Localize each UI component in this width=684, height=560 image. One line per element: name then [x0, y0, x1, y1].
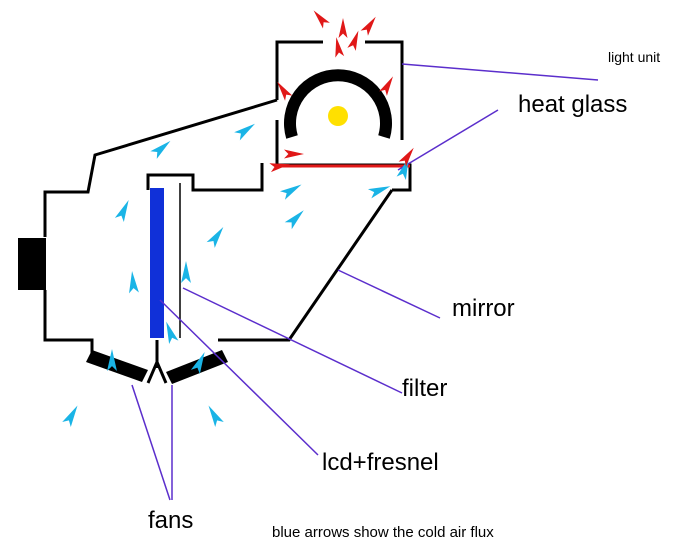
side-connector	[18, 238, 46, 290]
red-arrow-icon	[338, 18, 348, 38]
red-arrow-icon	[335, 37, 345, 58]
leader-filter	[182, 287, 403, 394]
red-arrow-icon	[269, 163, 290, 173]
label-heat-glass: heat glass	[518, 91, 627, 118]
housing-left-lower	[43, 290, 94, 355]
blue-arrow-icon	[166, 321, 179, 345]
lamp-icon	[328, 106, 348, 126]
label-filter: filter	[402, 375, 447, 402]
blue-arrow-icon	[129, 271, 139, 294]
blue-arrow-icon	[206, 226, 224, 248]
blue-arrow-icon	[279, 184, 302, 200]
blue-arrow-icon	[114, 200, 129, 223]
leader-light-unit	[401, 63, 599, 81]
red-arrow-icon	[277, 81, 293, 101]
leader-mirror	[337, 269, 441, 319]
red-arrow-icon	[347, 30, 359, 51]
leader-heat-glass	[397, 109, 499, 171]
blue-arrow-icon	[107, 349, 117, 371]
red-arrow-icon	[313, 10, 330, 29]
leader-lines	[131, 63, 599, 501]
light-unit-box-right	[365, 40, 404, 140]
blue-arrow-icon	[367, 186, 391, 199]
hot-air-arrows	[269, 10, 414, 173]
label-mirror: mirror	[452, 295, 515, 322]
red-arrow-icon	[360, 16, 376, 36]
light-unit-box-left	[275, 40, 323, 100]
blue-arrow-icon	[190, 352, 205, 375]
blue-arrow-icon	[234, 123, 256, 141]
caption: blue arrows show the cold air flux	[272, 524, 494, 541]
red-arrow-icon	[284, 149, 304, 159]
blue-arrow-icon	[284, 210, 304, 230]
mirror-line	[218, 189, 394, 342]
housing-center-v	[146, 358, 168, 384]
label-lcd-fresnel: lcd+fresnel	[322, 449, 439, 476]
blue-arrow-icon	[62, 405, 78, 428]
blue-arrow-icon	[181, 261, 191, 283]
fan-left	[86, 350, 148, 382]
housing-top-edge	[43, 98, 278, 237]
blue-arrow-icon	[208, 405, 224, 428]
leader-fan-left	[131, 384, 171, 501]
label-fans: fans	[148, 507, 193, 534]
red-arrow-icon	[398, 147, 414, 167]
projector-housing	[43, 40, 412, 384]
lcd-fresnel-panel	[150, 188, 164, 338]
red-arrow-icon	[379, 76, 393, 96]
label-light-unit: light unit	[608, 49, 660, 65]
cold-air-arrows	[62, 123, 409, 428]
blue-arrow-icon	[150, 140, 171, 159]
lamp-reflector	[284, 69, 392, 139]
leader-lcd-fresnel	[159, 299, 319, 456]
housing-inner-ledge	[146, 163, 264, 192]
